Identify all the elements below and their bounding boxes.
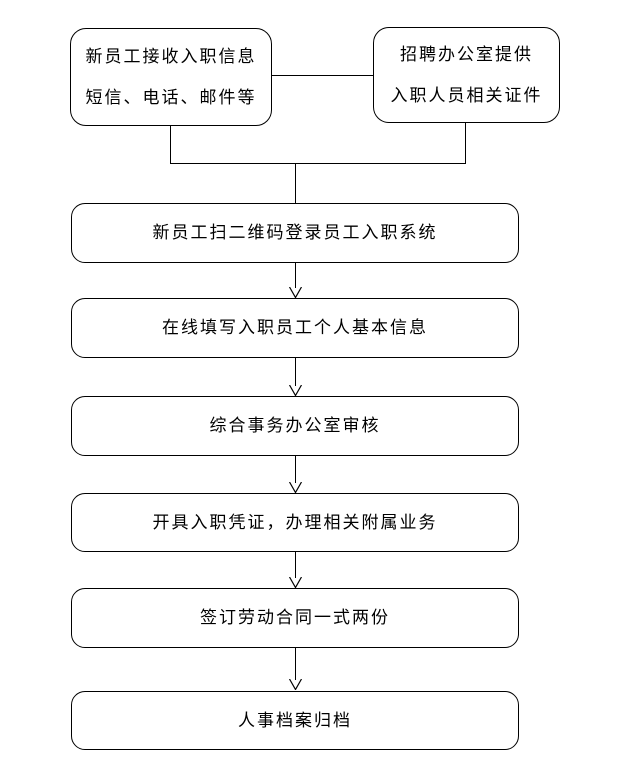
connector-left-drop	[170, 126, 171, 163]
node-text-line: 新员工接收入职信息	[85, 46, 257, 66]
arrow-stem	[295, 648, 296, 680]
node-sign-contract: 签订劳动合同一式两份	[71, 588, 519, 648]
arrow-stem	[295, 263, 296, 288]
arrow-down-icon	[288, 577, 303, 588]
connector-merge-horizontal	[170, 163, 466, 164]
arrow-down-icon	[288, 287, 303, 298]
node-office-review: 综合事务办公室审核	[71, 396, 519, 456]
connector-center-drop	[295, 163, 296, 203]
arrow-down-icon	[288, 385, 303, 396]
node-text-line: 在线填写入职员工个人基本信息	[162, 318, 428, 337]
node-archive-files: 人事档案归档	[71, 691, 519, 750]
node-text-line: 开具入职凭证，办理相关附属业务	[152, 512, 438, 532]
node-receive-onboarding-info: 新员工接收入职信息 短信、电话、邮件等	[70, 28, 272, 126]
arrow-stem	[295, 456, 296, 483]
node-text-line: 短信、电话、邮件等	[85, 87, 257, 107]
node-recruit-office-documents: 招聘办公室提供 入职人员相关证件	[373, 27, 560, 123]
node-issue-voucher: 开具入职凭证，办理相关附属业务	[71, 493, 519, 552]
node-fill-personal-info: 在线填写入职员工个人基本信息	[71, 298, 519, 358]
node-text-line: 招聘办公室提供	[400, 44, 533, 64]
node-text-line: 新员工扫二维码登录员工入职系统	[152, 223, 438, 242]
node-text-line: 签订劳动合同一式两份	[200, 608, 390, 627]
arrow-down-icon	[288, 679, 303, 690]
connector-top-boxes-horizontal	[272, 75, 373, 76]
arrow-down-icon	[288, 482, 303, 493]
node-text-line: 综合事务办公室审核	[209, 416, 381, 435]
connector-right-drop	[465, 123, 466, 163]
arrow-stem	[295, 552, 296, 578]
node-scan-qr-login: 新员工扫二维码登录员工入职系统	[71, 203, 519, 263]
node-text-line: 人事档案归档	[238, 710, 352, 730]
arrow-stem	[295, 358, 296, 386]
node-text-line: 入职人员相关证件	[390, 85, 543, 105]
